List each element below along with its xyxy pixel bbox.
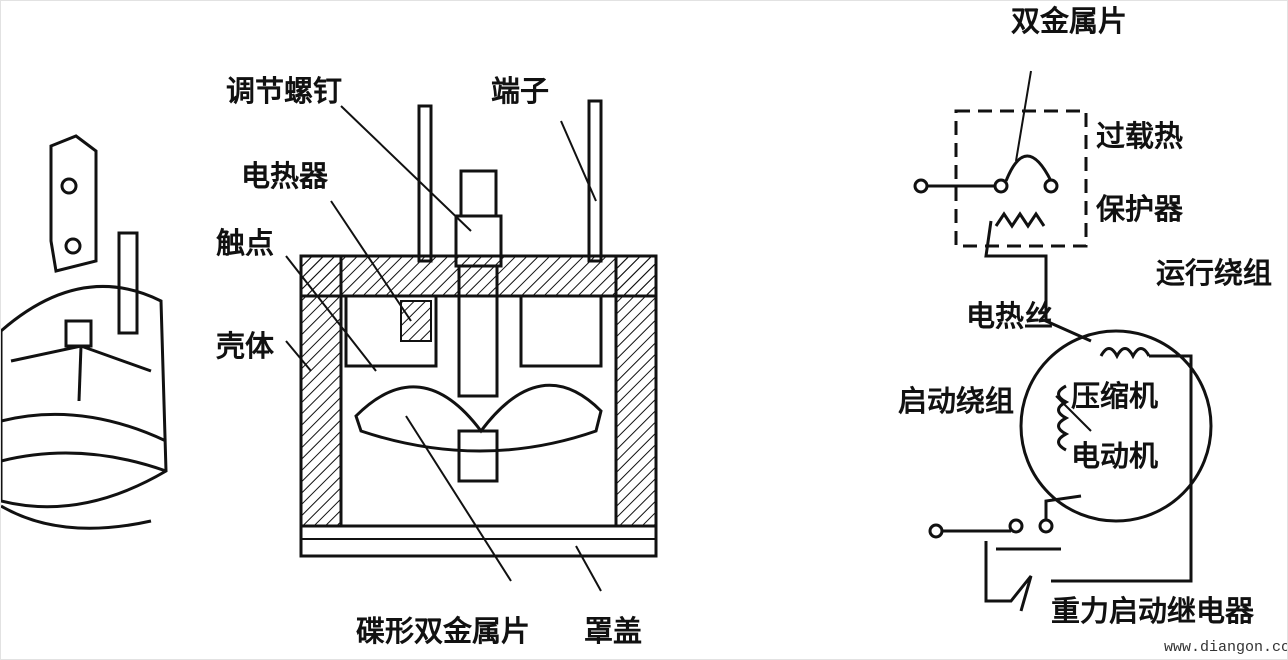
label-contact: 触点 bbox=[216, 226, 274, 260]
label-heating-wire: 电热丝 bbox=[966, 299, 1053, 333]
label-motor-line1: 压缩机 bbox=[1071, 379, 1158, 413]
label-heater: 电热器 bbox=[241, 159, 329, 193]
watermark: www.diangon.com bbox=[1164, 639, 1288, 656]
protector-cross-section bbox=[285, 99, 658, 592]
label-housing: 壳体 bbox=[216, 329, 275, 363]
label-adjust-screw: 调节螺钉 bbox=[226, 74, 342, 108]
label-run-winding: 运行绕组 bbox=[1156, 256, 1272, 290]
label-motor-line2: 电动机 bbox=[1071, 439, 1158, 473]
circuit-diagram bbox=[913, 70, 1213, 612]
label-bimetal: 双金属片 bbox=[1011, 4, 1127, 38]
label-terminal: 端子 bbox=[491, 74, 549, 108]
label-relay: 重力启动继电器 bbox=[1051, 594, 1255, 628]
label-overload-line1: 过载热 bbox=[1096, 119, 1183, 153]
label-start-winding: 启动绕组 bbox=[898, 384, 1014, 418]
label-cover: 罩盖 bbox=[584, 614, 642, 648]
protector-external-view bbox=[1, 134, 168, 530]
label-overload-line2: 保护器 bbox=[1095, 192, 1184, 226]
label-disc-bimetal: 碟形双金属片 bbox=[356, 614, 530, 648]
